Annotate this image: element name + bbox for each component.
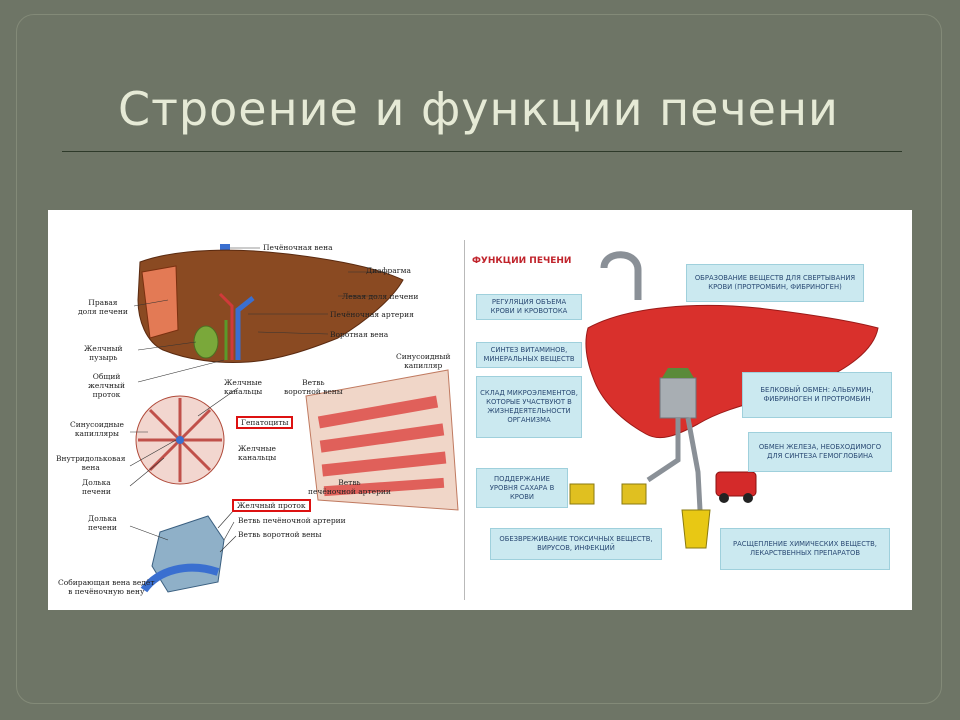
label-portal-vein-branch-2: Ветвь воротной вены — [238, 530, 322, 539]
bucket-2-shape — [621, 483, 647, 505]
liver-figure: Печёночная вена Диафрагма Правая доля пе… — [48, 210, 912, 610]
label-hepatic-artery-branch-2: Ветвь печёночной артерии — [238, 516, 346, 525]
function-iron: Обмен железа, необходимого для синтеза г… — [748, 432, 892, 472]
label-hepatocytes: Гепатоциты — [236, 416, 294, 429]
function-protein: Белковый обмен: альбумин, фибриноген и п… — [742, 372, 892, 418]
truck-wheel-back — [743, 493, 753, 503]
label-collecting-vein: Собирающая вена ведёт в печёночную вену — [58, 578, 155, 596]
label-intralobular-vein: Внутридольковая вена — [56, 454, 126, 472]
label-lobule-2: Долька печени — [88, 514, 117, 532]
slide-frame — [16, 14, 942, 704]
slide-title: Строение и функции печени — [118, 82, 839, 136]
figure-divider — [464, 240, 465, 600]
outflow-pipe-2 — [685, 417, 703, 511]
label-sinusoid-capillaries: Синусоидные капилляры — [70, 420, 124, 438]
label-bile-canals-1: Желчные канальцы — [224, 378, 263, 396]
lobule-radial-cords — [138, 398, 222, 482]
red-truck-shape — [715, 471, 757, 497]
label-diaphragm: Диафрагма — [366, 266, 411, 275]
title-underline — [62, 151, 902, 152]
bucket-1-shape — [569, 483, 595, 505]
liver-anatomy-illustration — [129, 244, 459, 593]
label-sinusoid-capillary-right: Синусоидный капилляр — [396, 352, 451, 370]
function-blood-volume: Регуляция объема крови и кровотока — [476, 294, 582, 320]
function-storage: Склад микроэлементов, которые участвуют … — [476, 376, 582, 438]
label-hepatic-artery-branch-1: Ветвь печёночной артерии — [308, 478, 391, 496]
hepatocyte-plates — [317, 395, 447, 497]
label-right-lobe: Правая доля печени — [78, 298, 128, 316]
hepatic-artery-shape — [218, 292, 234, 360]
central-vein-dot — [176, 436, 184, 444]
label-bile-duct: Желчный проток — [232, 499, 311, 512]
label-left-lobe: Левая доля печени — [342, 292, 419, 301]
label-hepatic-vein: Печёночная вена — [263, 243, 333, 252]
bucket-3-shape — [681, 509, 711, 549]
label-portal-vein-branch-1: Ветвь воротной вены — [284, 378, 343, 396]
funnel-contents — [662, 368, 694, 378]
liver-cut-section — [141, 265, 179, 339]
function-chemicals: Расщепление химических веществ, лекарств… — [720, 528, 890, 570]
inflow-pipe-shape — [600, 251, 642, 300]
outflow-pipe-1 — [646, 418, 681, 483]
function-vitamins: Синтез витаминов, минеральных веществ — [476, 342, 582, 368]
label-portal-vein: Воротная вена — [330, 330, 389, 339]
label-bile-canals-2: Желчные канальцы — [238, 444, 277, 462]
collecting-vein-shape — [140, 563, 220, 593]
funnel-mechanism-shape — [659, 377, 697, 419]
function-detox: Обезвреживание токсичных веществ, вирусо… — [490, 528, 662, 560]
truck-wheel-front — [719, 493, 729, 503]
label-gallbladder: Желчный пузырь — [84, 344, 123, 362]
label-common-bile-duct: Общий желчный проток — [88, 372, 126, 399]
label-hepatic-artery: Печёночная артерия — [330, 310, 414, 319]
functions-title: ФУНКЦИИ ПЕЧЕНИ — [472, 256, 572, 266]
label-leader-lines — [129, 247, 388, 553]
portal-vein-shape — [235, 296, 255, 360]
label-lobule-1: Долька печени — [82, 478, 111, 496]
function-sugar: Поддержание уровня сахара в крови — [476, 468, 568, 508]
function-coagulation: Образование веществ для свертывания кров… — [686, 264, 864, 302]
